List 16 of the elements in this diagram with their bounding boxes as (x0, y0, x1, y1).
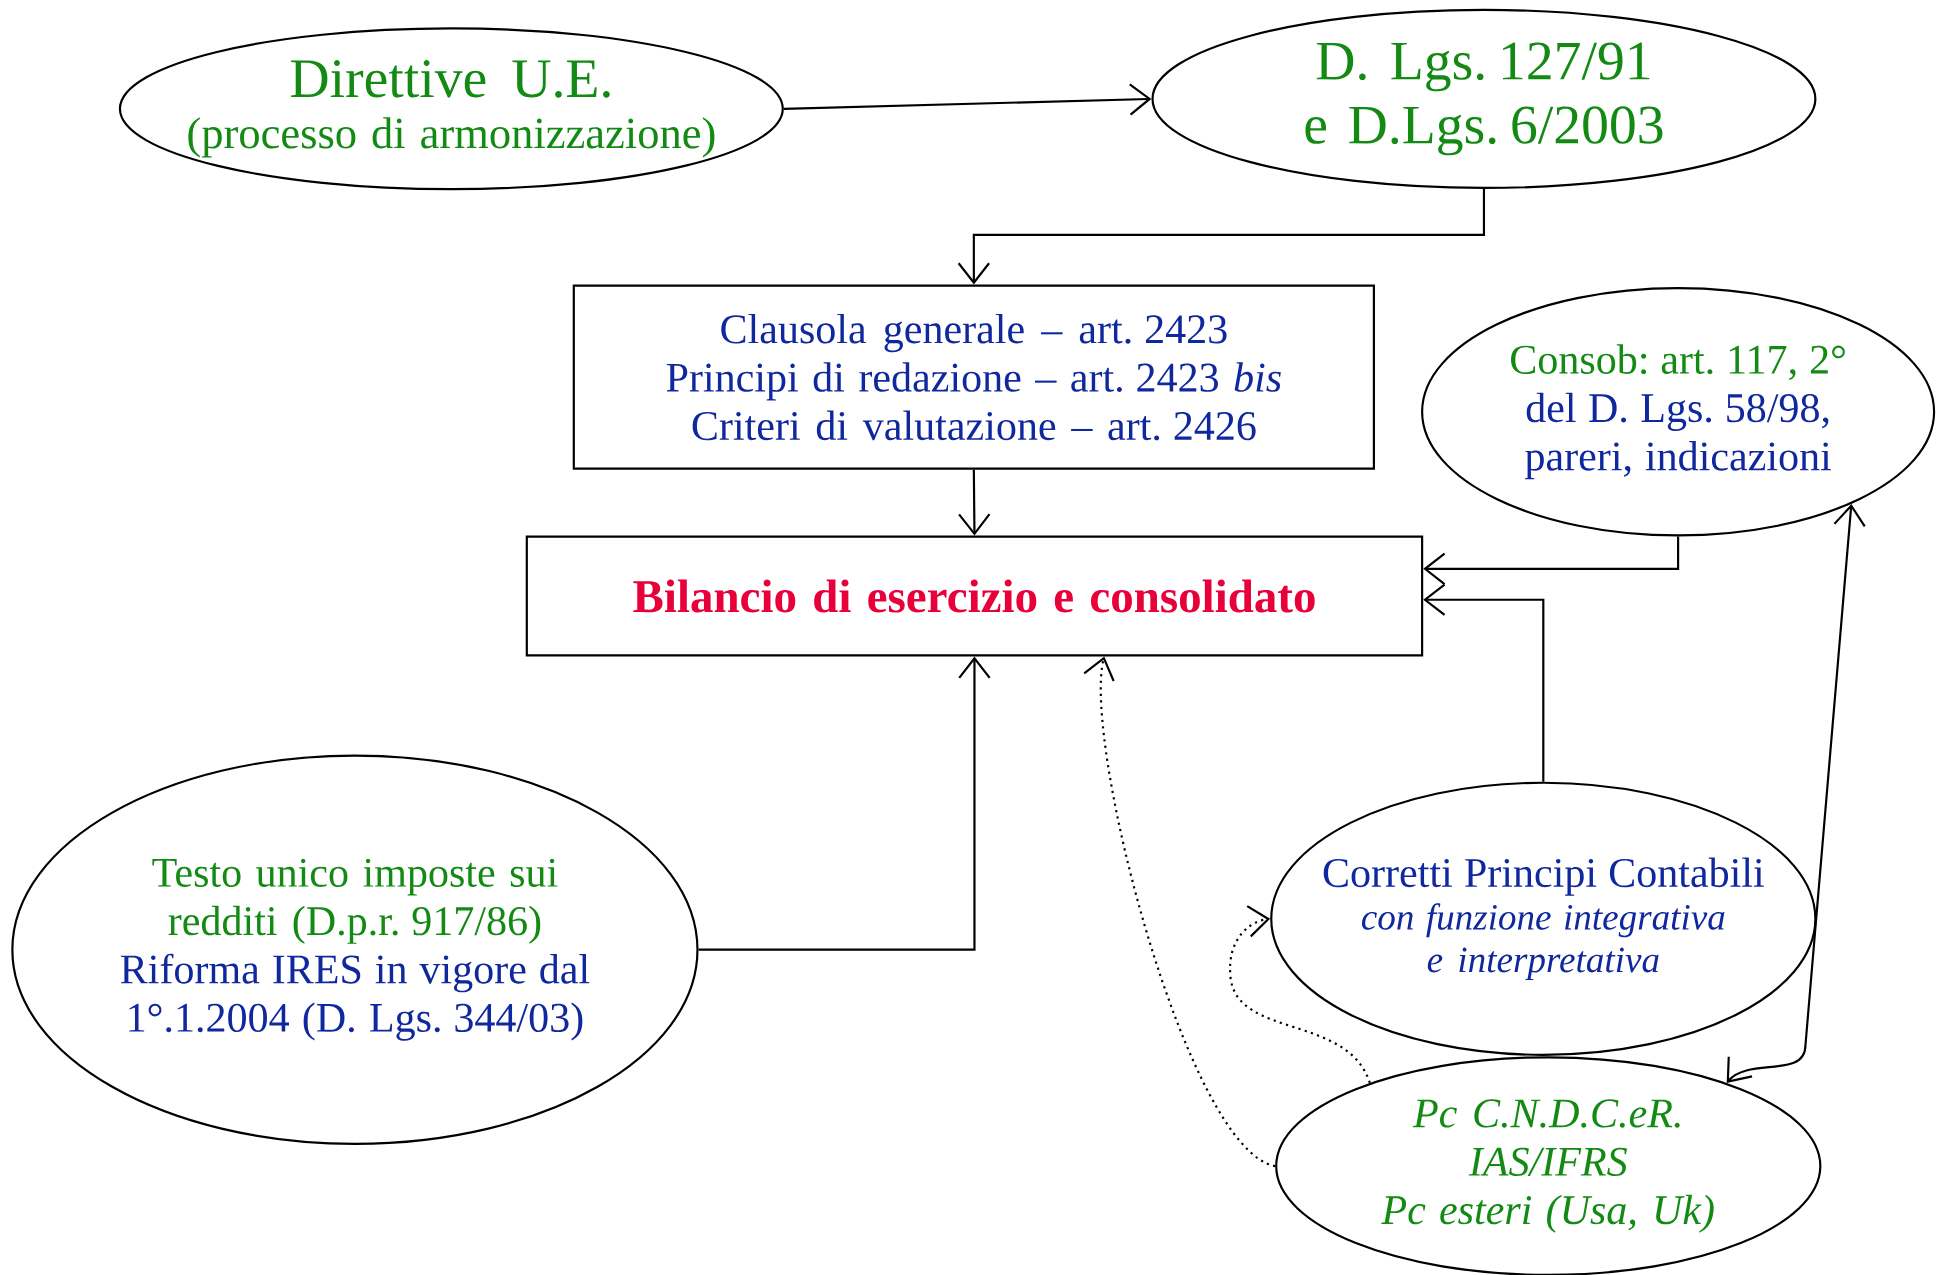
ellipse-node: D. Lgs. 127/91 e D.Lgs. 6/2003 (1151, 8, 1817, 190)
arrow (1726, 503, 1866, 1083)
arrow (957, 189, 1486, 285)
arrow (958, 469, 991, 536)
arrow (1423, 536, 1680, 585)
arrow (1083, 656, 1276, 1168)
ellipse-node: Corretti Principi Contabili con funzione integrativa e interpretativa (1270, 781, 1817, 1056)
text-box: Clausola generale – art. 2423 Principi di redazione – art. 2423 bis Criteri di valutazione – art. 2426 (572, 284, 1375, 470)
text-box: Bilancio di esercizio e consolidato (525, 535, 1424, 657)
arrow (1423, 583, 1545, 782)
arrow (1229, 905, 1371, 1084)
ellipse-node: Testo unico imposte sui redditi (D.p.r. 917/86) Riforma IRES in vigore dal 1°.1.2004 (D. Lgs. 344/03) (11, 754, 699, 1145)
arrow (783, 83, 1152, 116)
arrow (698, 656, 991, 951)
ellipse-node: Consob: art. 117, 2° del D. Lgs. 58/98, pareri, indicazioni (1421, 287, 1936, 537)
ellipse-node: Direttive U.E. (processo di armonizzazione) (118, 27, 784, 191)
